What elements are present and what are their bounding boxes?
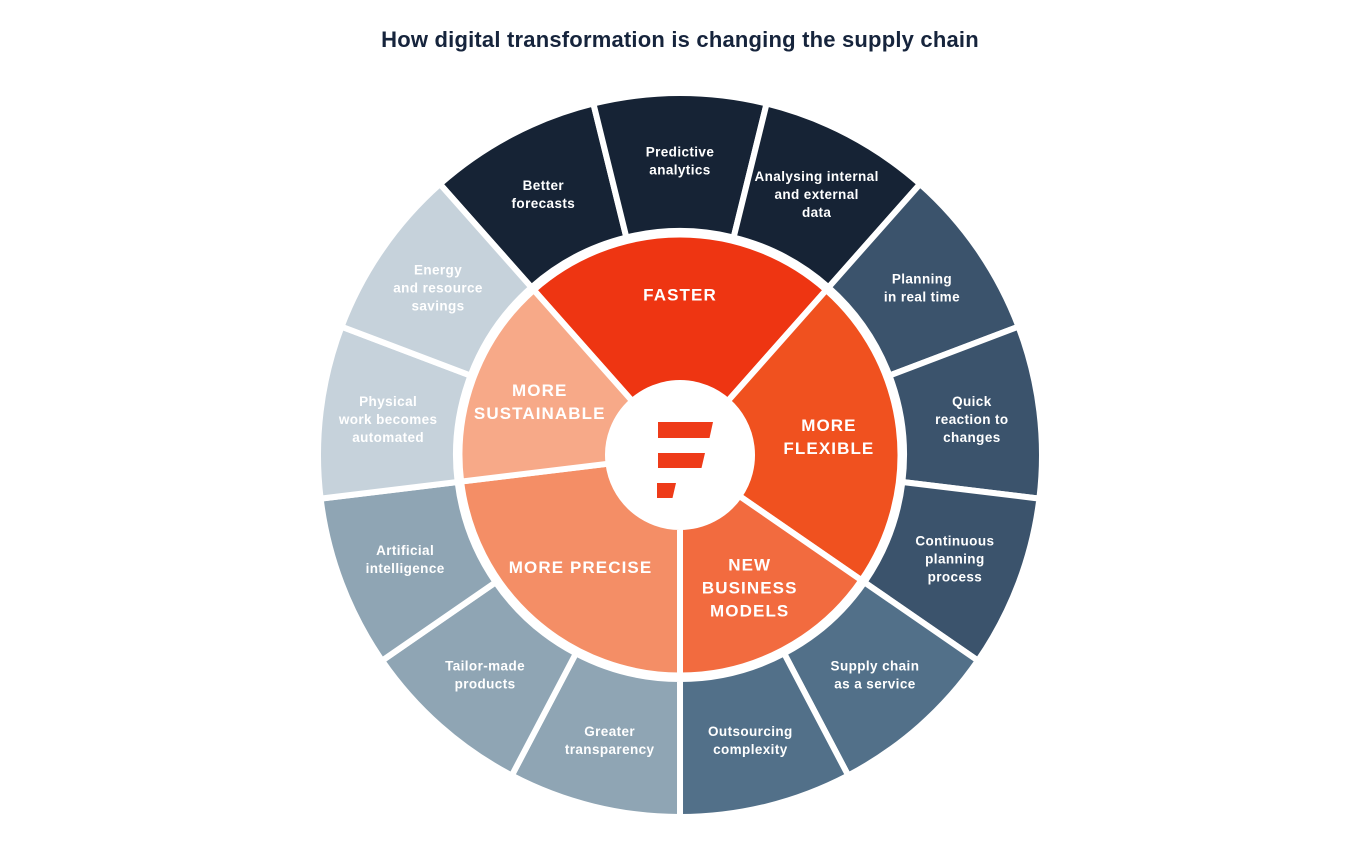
inner-segment-faster xyxy=(529,231,831,406)
outer-segment-energy-and-resource-savings xyxy=(337,179,536,380)
inner-segment-more-precise xyxy=(457,460,684,679)
page-title: How digital transformation is changing t… xyxy=(381,27,979,52)
brand-logo-icon xyxy=(657,422,713,498)
logo-bar xyxy=(657,483,676,498)
inner-segment-more-sustainable xyxy=(456,285,637,485)
logo-bar xyxy=(658,453,705,468)
logo-bar xyxy=(658,422,713,438)
inner-segment-more-flexible xyxy=(723,285,904,585)
inner-segment-new-business-models xyxy=(676,491,866,679)
